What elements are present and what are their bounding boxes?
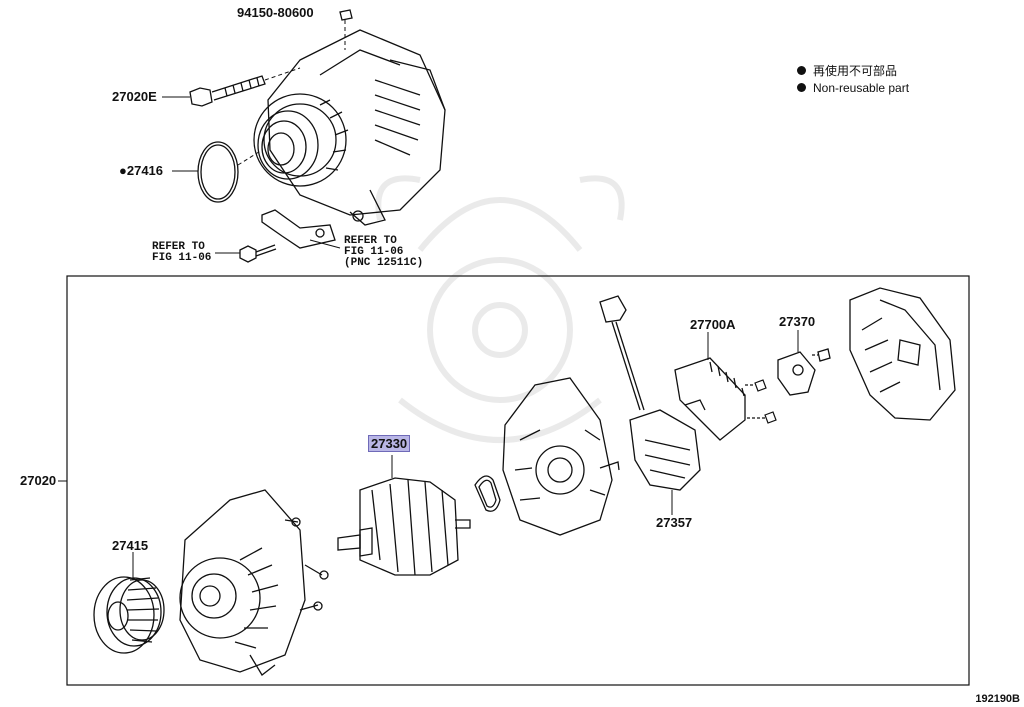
legend-row-jp: 再使用不可部品: [797, 62, 909, 79]
diagram-number: 192190B: [975, 693, 1020, 705]
screws-27700A: [745, 379, 777, 424]
label-27415[interactable]: 27415: [112, 538, 149, 553]
dash-27416: [237, 149, 263, 166]
non-reusable-dot: ●: [119, 163, 127, 178]
brush-holder-27700A: [674, 357, 746, 441]
refer-right-line3: (PNC 12511C): [344, 257, 424, 269]
label-27357[interactable]: 27357: [656, 515, 693, 530]
refer-right-line1: REFER TO: [344, 235, 397, 247]
legend-dot-icon: [797, 83, 806, 92]
bracket-refer: [239, 209, 336, 263]
bolt-27020E: [189, 75, 266, 107]
label-27330-highlighted[interactable]: 27330: [368, 435, 411, 452]
legend-en: Non-reusable part: [813, 80, 910, 95]
watermark: [375, 175, 625, 443]
drive-end-frame: [179, 489, 329, 676]
top-alternator: [253, 9, 446, 226]
rectifier-end-frame: [502, 377, 620, 536]
insulator-27370: [777, 348, 831, 396]
refer-left-line2: FIG 11-06: [152, 252, 212, 264]
label-27416[interactable]: ●27416: [119, 163, 163, 178]
label-27700A[interactable]: 27700A: [690, 317, 736, 332]
dash-27020E: [264, 67, 301, 81]
label-27020E[interactable]: 27020E: [112, 89, 157, 104]
refer-right-line2: FIG 11-06: [344, 246, 404, 258]
label-94150-80600[interactable]: 94150-80600: [237, 5, 314, 20]
refer-left-line1: REFER TO: [152, 241, 205, 253]
rotor-27330: [337, 477, 471, 576]
terminal-27357: [599, 295, 701, 491]
gasket-27416: [197, 141, 239, 203]
o-ring: [474, 475, 501, 512]
rear-cover: [849, 287, 956, 421]
leader-refer-right: [309, 239, 341, 249]
label-27020[interactable]: 27020: [20, 473, 57, 488]
legend-jp: 再使用不可部品: [813, 64, 898, 78]
legend: 再使用不可部品 Non-reusable part: [797, 62, 909, 96]
label-27416-text: 27416: [126, 163, 164, 178]
assembly-frame: [66, 275, 970, 686]
legend-dot-icon: [797, 66, 806, 75]
legend-row-en: Non-reusable part: [797, 79, 909, 96]
pulley-27415: [93, 576, 165, 654]
label-27370[interactable]: 27370: [779, 314, 816, 329]
